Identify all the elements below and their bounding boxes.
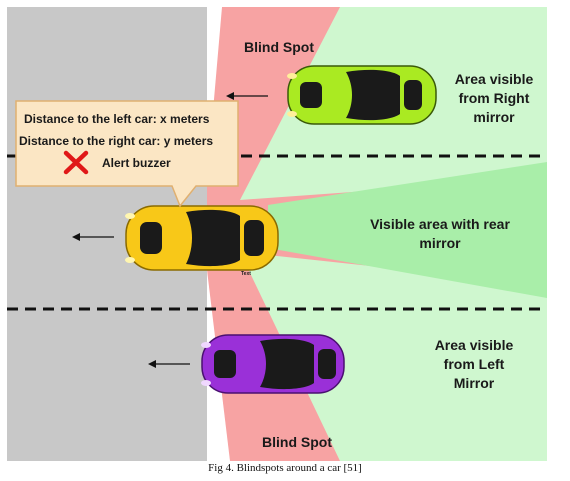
label-right-mirror-line: mirror bbox=[473, 109, 515, 125]
label-left-mirror-line: Mirror bbox=[454, 375, 495, 391]
car-text-label: Text bbox=[241, 271, 251, 277]
label-left-mirror: Area visible from Left Mirror bbox=[435, 337, 514, 391]
label-right-mirror: Area visible from Right mirror bbox=[455, 71, 534, 125]
label-right-mirror-line: Area visible bbox=[455, 71, 534, 87]
left-mirror-visible-area bbox=[240, 252, 547, 461]
label-blind-spot-top: Blind Spot bbox=[244, 39, 314, 55]
label-rear-mirror-line: Visible area with rear bbox=[370, 216, 510, 232]
alert-x-icon bbox=[63, 150, 89, 175]
callout-right-distance: Distance to the right car: y meters bbox=[19, 134, 213, 148]
car-green bbox=[287, 65, 437, 125]
label-rear-mirror: Visible area with rear mirror bbox=[370, 216, 510, 251]
arrow-left-icon bbox=[226, 92, 268, 100]
rear-mirror-visible-area bbox=[268, 162, 547, 298]
label-right-mirror-line: from Right bbox=[459, 90, 530, 106]
info-callout bbox=[15, 100, 239, 208]
figure-caption: Fig 4. Blindspots around a car [51] bbox=[208, 462, 362, 474]
callout-alert-buzzer: Alert buzzer bbox=[102, 156, 171, 170]
label-left-mirror-line: from Left bbox=[444, 356, 505, 372]
label-left-mirror-line: Area visible bbox=[435, 337, 514, 353]
car-purple bbox=[201, 334, 345, 394]
label-rear-mirror-line: mirror bbox=[419, 235, 461, 251]
arrow-left-icon bbox=[72, 233, 114, 241]
label-blind-spot-bottom: Blind Spot bbox=[262, 434, 332, 450]
car-yellow bbox=[125, 205, 279, 271]
arrow-left-icon bbox=[148, 360, 190, 368]
callout-left-distance: Distance to the left car: x meters bbox=[24, 112, 210, 126]
